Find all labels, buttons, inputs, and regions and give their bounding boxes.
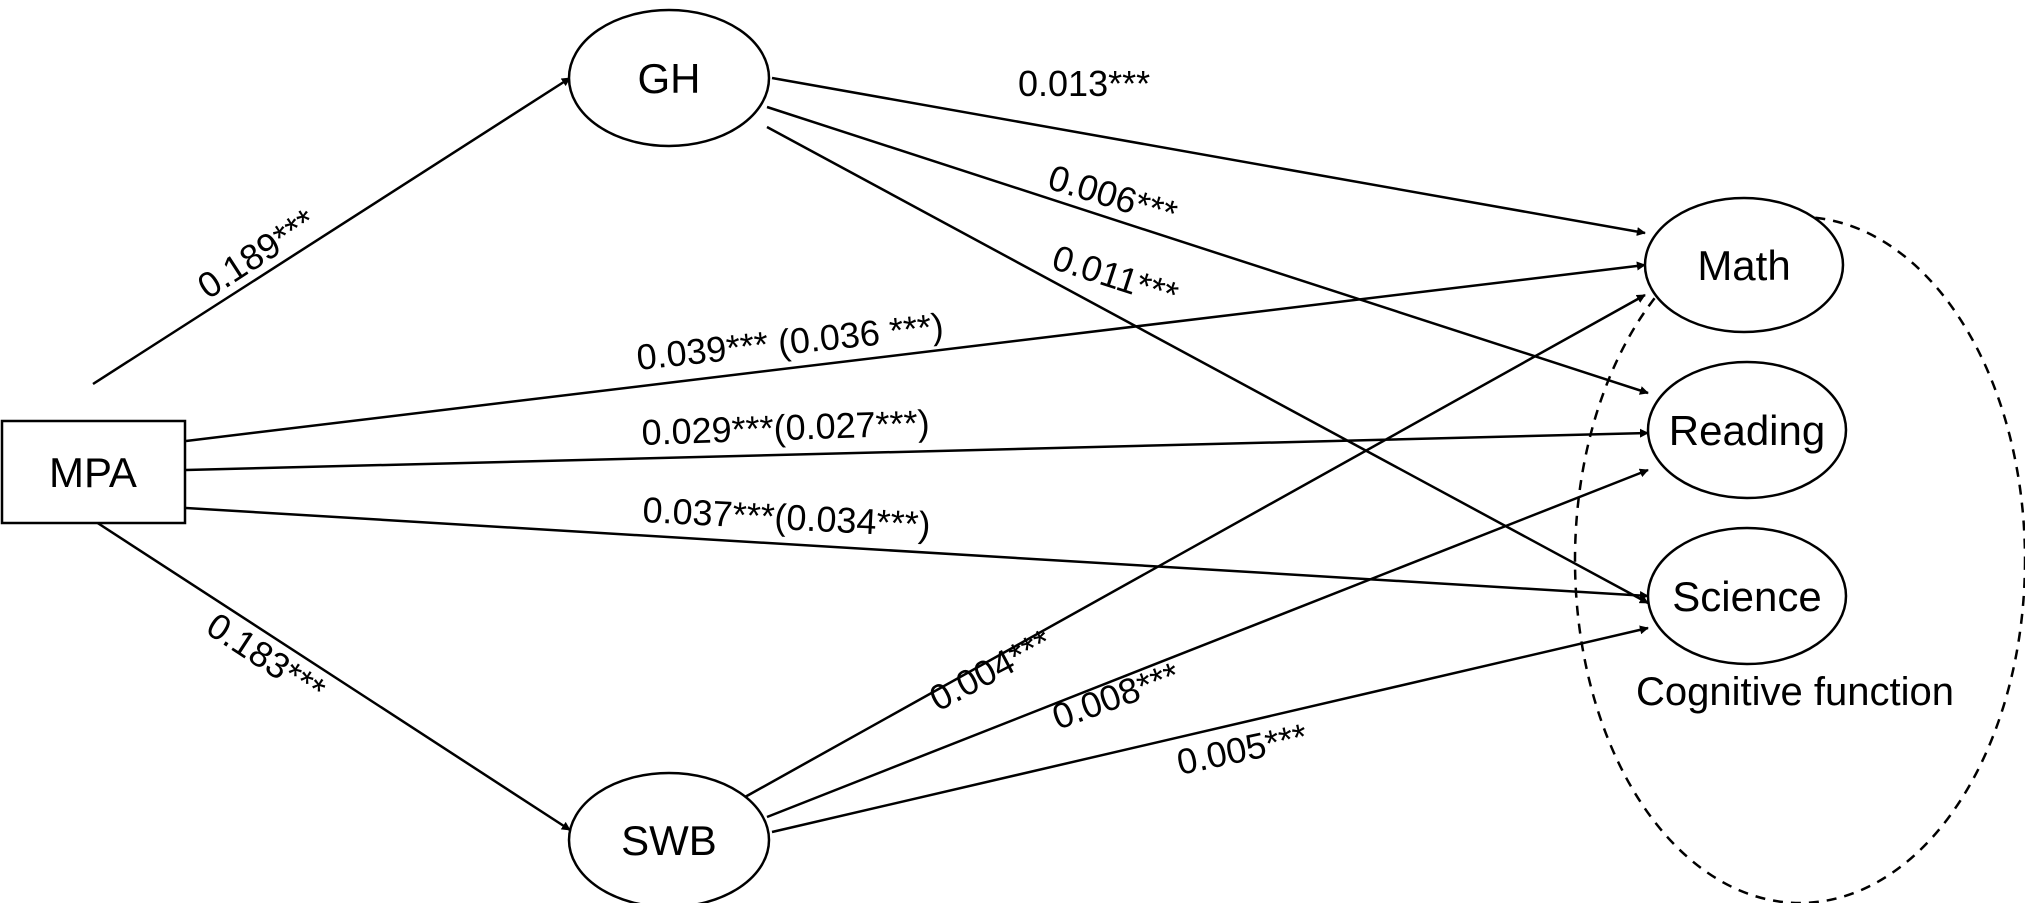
node-gh-label: GH	[638, 55, 701, 102]
edge-gh-math	[771, 76, 1646, 237]
coef-gh-reading: 0.006***	[1044, 156, 1182, 234]
node-swb-ellipse	[567, 771, 771, 903]
node-math-ellipse	[1643, 196, 1845, 334]
edge-mpa-science	[185, 506, 1649, 601]
edge-mpa-math	[185, 261, 1646, 443]
coef-swb-science: 0.005***	[1173, 715, 1311, 783]
coef-mpa-swb: 0.183***	[200, 604, 333, 710]
node-reading-ellipse	[1646, 360, 1848, 500]
node-mpa-box	[0, 419, 187, 525]
node-math-label: Math	[1697, 242, 1790, 289]
coef-mpa-reading: 0.029***(0.027***)	[641, 402, 930, 453]
edge-swb-science	[771, 625, 1649, 834]
edge-mpa-gh	[92, 76, 571, 386]
edge-swb-reading	[766, 468, 1649, 819]
node-science-label: Science	[1672, 573, 1821, 620]
coef-gh-math: 0.013***	[1018, 63, 1150, 104]
node-gh-ellipse	[567, 8, 771, 148]
cognitive-function-label: Cognitive function	[1636, 670, 1954, 714]
coef-mpa-science: 0.037***(0.034***)	[642, 489, 932, 545]
node-mpa-label: MPA	[49, 449, 137, 496]
edge-gh-science	[766, 125, 1649, 605]
coef-swb-reading: 0.008***	[1047, 654, 1185, 738]
edge-swb-math	[744, 293, 1646, 799]
node-swb-label: SWB	[621, 817, 717, 864]
edge-mpa-swb	[92, 518, 571, 832]
edge-gh-reading	[766, 105, 1649, 395]
coef-swb-math: 0.004***	[923, 621, 1059, 719]
node-reading-label: Reading	[1669, 407, 1825, 454]
coef-gh-science: 0.011***	[1048, 237, 1184, 316]
node-science-ellipse	[1646, 526, 1848, 666]
edge-mpa-reading	[185, 428, 1649, 472]
coef-mpa-gh: 0.189***	[190, 200, 323, 306]
